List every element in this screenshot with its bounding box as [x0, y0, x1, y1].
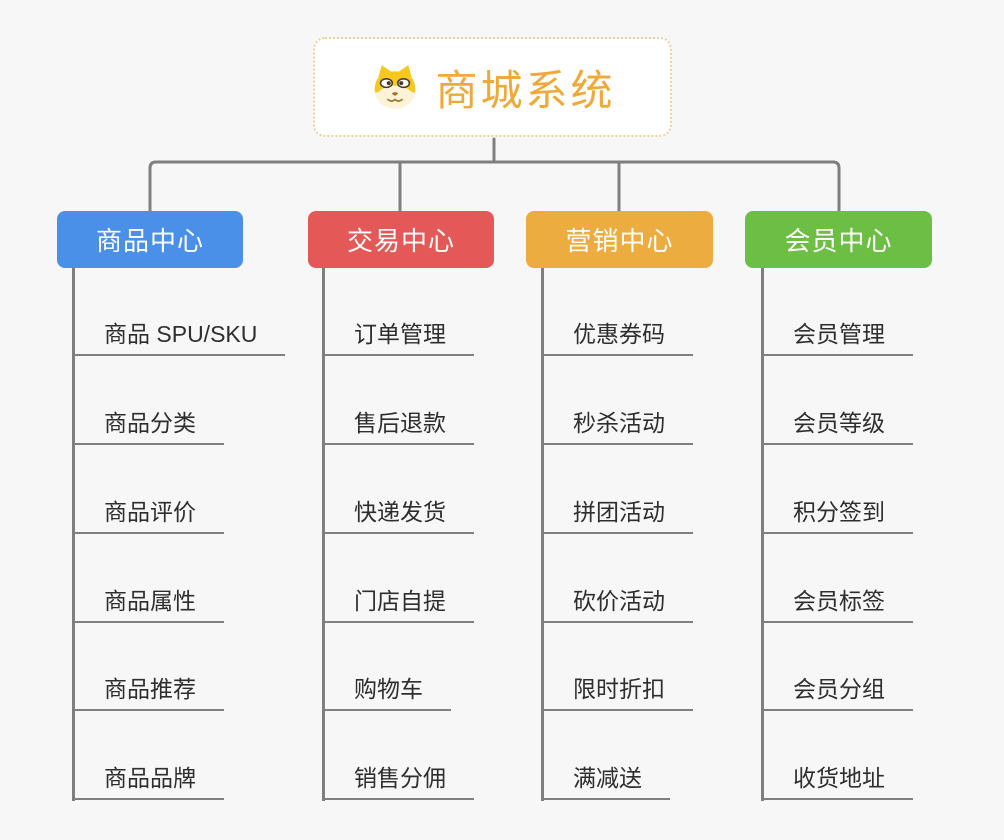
branch-marketing-center[interactable]: 营销中心 [526, 211, 713, 268]
mindmap-item[interactable]: 秒杀活动 [541, 409, 693, 445]
mindmap-item[interactable]: 订单管理 [322, 320, 474, 356]
mindmap-item[interactable]: 售后退款 [322, 409, 474, 445]
mindmap-item[interactable]: 商品属性 [72, 587, 224, 623]
product-items-column: 商品 SPU/SKU 商品分类 商品评价 商品属性 商品推荐 商品品牌 [72, 268, 312, 801]
mindmap-item[interactable]: 拼团活动 [541, 498, 693, 534]
mindmap-item[interactable]: 门店自提 [322, 587, 474, 623]
branch-label: 营销中心 [565, 226, 674, 256]
mindmap-item[interactable]: 会员管理 [761, 320, 913, 356]
mindmap-item[interactable]: 商品 SPU/SKU [72, 320, 286, 356]
mindmap-item[interactable]: 满减送 [541, 764, 670, 800]
mindmap-item[interactable]: 会员等级 [761, 409, 913, 445]
branch-label: 商品中心 [95, 226, 204, 256]
trade-items-column: 订单管理 售后退款 快递发货 门店自提 购物车 销售分佣 [322, 268, 562, 801]
branch-label: 会员中心 [784, 226, 893, 256]
marketing-items-column: 优惠券码 秒杀活动 拼团活动 砍价活动 限时折扣 满减送 [541, 268, 781, 801]
branch-member-center[interactable]: 会员中心 [745, 211, 932, 268]
branch-label: 交易中心 [346, 226, 455, 256]
mindmap-item[interactable]: 商品分类 [72, 409, 224, 445]
mindmap-item[interactable]: 商品推荐 [72, 675, 224, 711]
member-items-column: 会员管理 会员等级 积分签到 会员标签 会员分组 收货地址 [761, 268, 1001, 801]
mindmap-item[interactable]: 限时折扣 [541, 675, 693, 711]
mindmap-item[interactable]: 购物车 [322, 675, 451, 711]
mindmap-item[interactable]: 收货地址 [761, 764, 913, 800]
mindmap-item[interactable]: 会员标签 [761, 587, 913, 623]
mindmap-item[interactable]: 会员分组 [761, 675, 913, 711]
dog-face-icon [369, 62, 421, 112]
root-node[interactable]: 商城系统 [313, 37, 672, 137]
mindmap-item[interactable]: 砍价活动 [541, 587, 693, 623]
mindmap-item[interactable]: 销售分佣 [322, 764, 474, 800]
root-title: 商城系统 [435, 66, 616, 114]
branch-bus-line [148, 160, 841, 213]
mindmap-item[interactable]: 商品评价 [72, 498, 224, 534]
mindmap-item[interactable]: 优惠券码 [541, 320, 693, 356]
mindmap-item[interactable]: 快递发货 [322, 498, 474, 534]
mindmap-item[interactable]: 积分签到 [761, 498, 913, 534]
mindmap-item[interactable]: 商品品牌 [72, 764, 224, 800]
branch-product-center[interactable]: 商品中心 [57, 211, 243, 268]
branch-trade-center[interactable]: 交易中心 [308, 211, 494, 268]
